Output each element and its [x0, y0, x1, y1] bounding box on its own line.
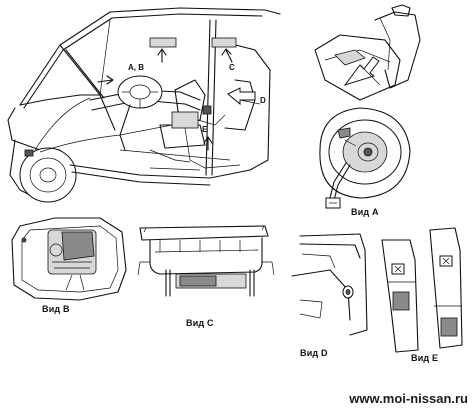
view-c-illustration: [137, 225, 275, 297]
view-d-label: Вид D: [300, 348, 328, 358]
callout-e: E: [202, 125, 208, 134]
view-b-illustration: [11, 217, 127, 301]
seat-side-airbag-illustration: [314, 4, 421, 101]
view-e-label: Вид E: [411, 353, 439, 363]
car-cutaway-illustration: [7, 7, 281, 203]
view-c-label: Вид C: [186, 318, 214, 328]
callout-c: C: [229, 63, 235, 72]
view-d-illustration: [291, 233, 368, 336]
callout-ab: A, B: [128, 63, 144, 72]
watermark-text: www.moi-nissan.ru: [349, 391, 468, 406]
view-a-illustration: [319, 107, 411, 209]
view-b-label: Вид B: [42, 304, 70, 314]
view-e-illustration: [381, 227, 463, 353]
callout-d: D: [260, 96, 266, 105]
view-a-label: Вид A: [351, 207, 379, 217]
